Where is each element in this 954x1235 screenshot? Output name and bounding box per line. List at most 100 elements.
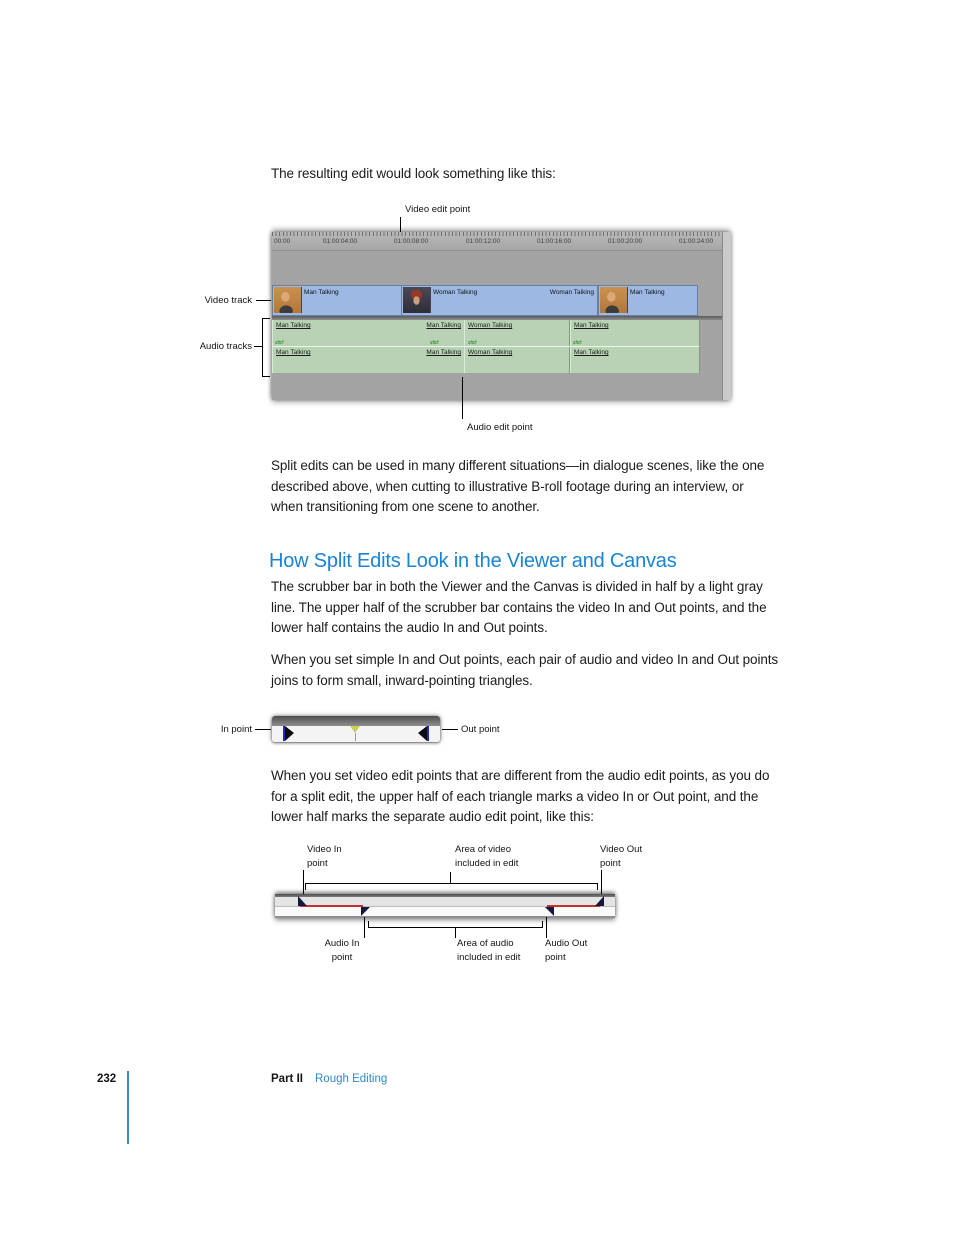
ruler-timecode: 01:00:08:00 — [393, 238, 429, 245]
stereo-pair-icon: ⇄⇄ — [468, 340, 477, 346]
ruler-timecode: 01:00:16:00 — [536, 238, 572, 245]
callout-audio-out-point: Audio Out point — [545, 938, 588, 963]
audio-clip[interactable]: Man Talking — [570, 320, 700, 346]
scrubber-track — [272, 726, 440, 744]
callout-line-in-point — [255, 729, 271, 730]
callout-area-of-audio: Area of audio included in edit — [457, 938, 521, 963]
paragraph-scrubber: The scrubber bar in both the Viewer and … — [271, 579, 767, 636]
stereo-pair-icon: ⇄⇄ — [430, 340, 439, 346]
audio-clip[interactable]: Woman Talking — [464, 347, 570, 373]
footer-part-label: Part II — [271, 1073, 303, 1085]
video-clip-name: Man Talking — [630, 289, 665, 296]
video-out-marker-icon[interactable] — [595, 896, 604, 906]
audio-clip-name: Woman Talking — [468, 349, 513, 356]
audio-clip-name: Man Talking — [276, 322, 311, 329]
intro-paragraph: The resulting edit would look something … — [271, 166, 556, 181]
callout-video-in-point: Video In point — [307, 844, 342, 869]
out-point-marker-icon[interactable] — [418, 726, 427, 741]
audio-out-marker-icon[interactable] — [545, 907, 554, 916]
callout-video-edit-point: Video edit point — [405, 204, 471, 215]
footer-section-link[interactable]: Rough Editing — [315, 1073, 388, 1085]
audio-clip[interactable]: Man Talking — [570, 347, 700, 373]
timeline-edge-strip — [722, 232, 731, 400]
audio-track-1: Man Talking Man Talking Woman Talking Ma… — [272, 320, 700, 346]
callout-audio-in-point: Audio In point — [324, 938, 360, 963]
stereo-pair-icon: ⇄⇄ — [275, 340, 284, 346]
track-separator — [272, 316, 730, 320]
video-clip-name: Woman Talking — [433, 289, 478, 296]
callout-video-out-point: Video Out point — [600, 844, 643, 869]
split-scrubber-audio-half — [275, 906, 615, 916]
video-clip-end-name: Woman Talking — [549, 289, 594, 296]
timeline-ruler[interactable]: 00:00 01:00:04:00 01:00:08:00 01:00:12:0… — [272, 232, 730, 251]
callout-line-video-in — [303, 870, 304, 897]
ruler-timecode: 01:00:12:00 — [465, 238, 501, 245]
callout-in-point: In point — [220, 724, 252, 735]
ruler-timecode: 00:00 — [274, 238, 291, 245]
ruler-timecode: 01:00:04:00 — [322, 238, 358, 245]
audio-in-marker-icon[interactable] — [361, 907, 370, 916]
split-scrubber-bottom-edge — [275, 916, 615, 918]
audio-clip-end-name: Man Talking — [426, 322, 461, 329]
callout-out-point: Out point — [461, 724, 500, 735]
clip-thumbnail-woman — [403, 287, 431, 313]
playhead-icon[interactable] — [350, 726, 360, 733]
in-point-marker-icon[interactable] — [285, 726, 294, 741]
audio-clip[interactable]: Man Talking Man Talking — [272, 347, 465, 373]
ruler-timecode: 01:00:24:00 — [678, 238, 714, 245]
audio-clip-name: Woman Talking — [468, 322, 513, 329]
video-track: Man Talking Woman Talking Woman Talking … — [272, 285, 730, 316]
ruler-timecode: 01:00:20:00 — [607, 238, 643, 245]
video-clip[interactable]: Man Talking — [272, 285, 402, 316]
callout-area-of-video: Area of video included in edit — [455, 844, 519, 869]
paragraph-simple-points: When you set simple In and Out points, e… — [271, 652, 779, 688]
callout-line-video-track — [256, 300, 271, 301]
page-number: 232 — [97, 1073, 117, 1085]
audio-clip-end-name: Man Talking — [426, 349, 461, 356]
callout-line-out-point — [442, 729, 458, 730]
scrubber-bar[interactable] — [272, 716, 440, 744]
out-point-blue-line — [427, 726, 429, 741]
scrubber-top-band — [272, 716, 440, 726]
ruler-tick-marks — [272, 232, 730, 236]
in-point-blue-line — [283, 726, 285, 741]
audio-clip[interactable]: Woman Talking — [464, 320, 570, 346]
split-scrubber-bar[interactable] — [275, 894, 615, 918]
bracket-area-of-video — [305, 883, 598, 890]
red-split-line-in — [300, 905, 363, 907]
callout-audio-tracks: Audio tracks — [199, 341, 252, 352]
video-in-marker-icon[interactable] — [298, 896, 307, 906]
callout-video-track: Video track — [204, 295, 252, 306]
callout-line-audio-out — [546, 917, 547, 938]
callout-line-audio-edit-point — [462, 377, 463, 419]
clip-thumbnail-man — [600, 287, 628, 313]
callout-line-audio-in — [364, 917, 365, 938]
audio-clip-name: Man Talking — [276, 349, 311, 356]
scrubber-middle-line — [274, 743, 438, 744]
audio-row-divider — [272, 346, 699, 347]
clip-thumbnail-man — [274, 287, 302, 313]
red-split-line-out — [547, 905, 600, 907]
callout-line-audio-tracks — [254, 346, 262, 347]
footer-divider — [127, 1071, 129, 1144]
video-clip[interactable]: Woman Talking Woman Talking — [401, 285, 598, 316]
playhead-stem — [355, 733, 356, 741]
stereo-pair-icon: ⇄⇄ — [573, 340, 582, 346]
paragraph-split-edits: Split edits can be used in many differen… — [271, 458, 765, 515]
split-scrubber-divider-line — [275, 906, 615, 907]
callout-line-video-out — [601, 870, 602, 897]
split-scrubber-video-half — [275, 897, 615, 906]
bracket-stem-audio — [455, 927, 456, 938]
timeline-screenshot: 00:00 01:00:04:00 01:00:08:00 01:00:12:0… — [272, 232, 731, 400]
split-scrubber-top-edge — [275, 894, 615, 897]
section-heading: How Split Edits Look in the Viewer and C… — [269, 550, 677, 572]
audio-clip-name: Man Talking — [574, 322, 609, 329]
callout-audio-edit-point: Audio edit point — [467, 422, 533, 433]
callout-bracket-audio-tracks — [262, 318, 270, 377]
audio-track-2: Man Talking Man Talking Woman Talking Ma… — [272, 347, 700, 373]
video-clip[interactable]: Man Talking — [598, 285, 698, 316]
audio-clip[interactable]: Man Talking Man Talking — [272, 320, 465, 346]
audio-clip-name: Man Talking — [574, 349, 609, 356]
paragraph-split-points: When you set video edit points that are … — [271, 768, 770, 825]
